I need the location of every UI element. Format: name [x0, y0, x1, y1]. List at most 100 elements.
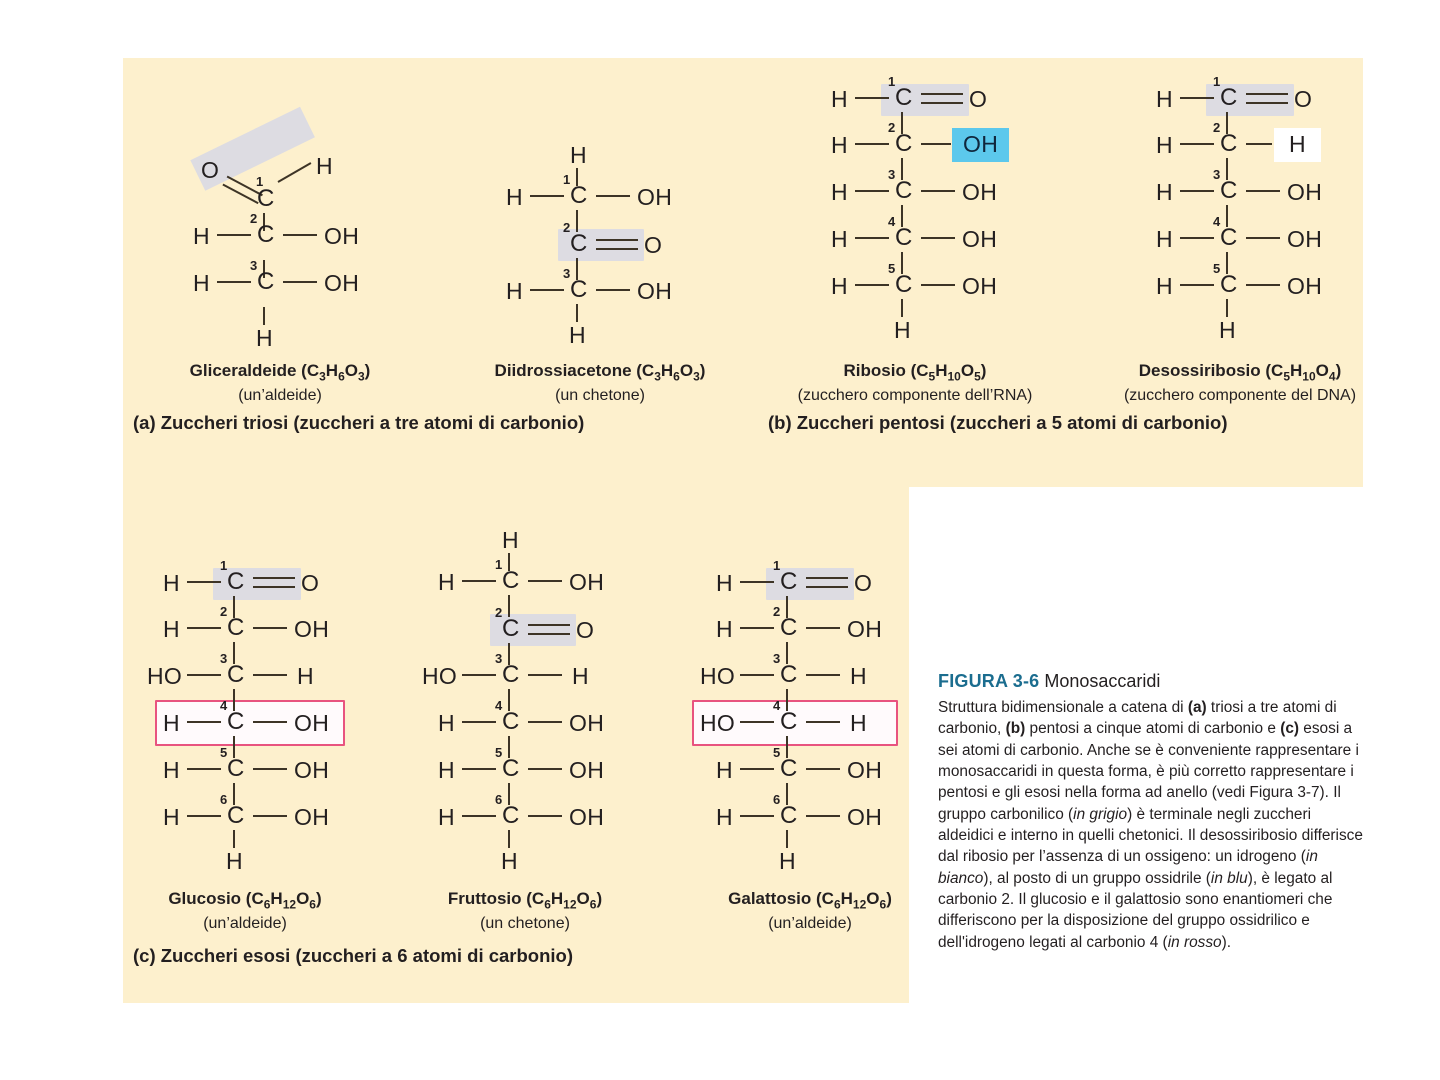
bond-c5-oh: [806, 768, 840, 770]
carbon-number-5: 5: [888, 261, 896, 276]
atom-H-left-c1: H: [716, 570, 733, 596]
bond-c2-oh: [921, 143, 951, 145]
carbon-number-3: 3: [773, 651, 781, 666]
atom-C3: C: [1220, 177, 1238, 204]
atom-H-left-c6: H: [716, 804, 733, 830]
carbon-number-1: 1: [495, 557, 503, 572]
carbon-number-2: 2: [563, 220, 571, 235]
carbon-number-2: 2: [773, 604, 781, 619]
atom-C2: C: [780, 614, 798, 641]
atom-C3: C: [780, 661, 798, 688]
galactose-name: Galattosio (C6H12O6): [728, 889, 892, 912]
atom-H-left-c6: H: [438, 804, 455, 830]
bond-c3-h: [253, 674, 287, 676]
bond-c6-h: [786, 830, 788, 848]
atom-H-top: H: [570, 142, 587, 168]
atom-C1: C: [257, 185, 275, 212]
section-label-b: (b) Zuccheri pentosi (zuccheri a 5 atomi…: [768, 412, 1228, 433]
bond-c4-oh: [528, 721, 562, 723]
bond-c2-oh: [806, 627, 840, 629]
bond-c2-oh: [283, 234, 317, 236]
atom-H-left-c5: H: [831, 273, 848, 299]
atom-H-left-c4: H: [163, 710, 180, 736]
bond-c2-c3: [901, 158, 903, 180]
carbon-number-3: 3: [888, 167, 896, 182]
hydroxyl-highlight-blue: OH: [952, 128, 1010, 162]
bond-h-c1: [740, 581, 774, 583]
atom-H-left-c2: H: [716, 616, 733, 642]
bond-h-c5: [187, 768, 221, 770]
bond-h-c6: [187, 815, 221, 817]
bond-c2-c3: [233, 642, 235, 664]
atom-C1: C: [895, 84, 913, 111]
atom-H-bottom: H: [226, 848, 243, 874]
bond-c2-c3: [576, 258, 578, 280]
atom-H-bottom: H: [1219, 317, 1236, 343]
bond-c3-h: [528, 674, 562, 676]
atom-H-left-c3: H: [831, 179, 848, 205]
atom-H-bottom: H: [256, 325, 273, 351]
carbon-number-1: 1: [1213, 74, 1221, 89]
carbon-number-4: 4: [220, 698, 228, 713]
hydrogen-highlight-white: H: [1274, 128, 1321, 162]
atom-H-bottom: H: [779, 848, 796, 874]
label-glucose: Glucosio (C6H12O6) (un’aldeide): [95, 888, 395, 934]
carbon-number-2: 2: [888, 120, 896, 135]
bond-c6-oh: [253, 815, 287, 817]
bond-c4-h: [806, 721, 840, 723]
panel-upper-background: [123, 58, 1363, 487]
label-glyceraldehyde: Gliceraldeide (C3H6O3) (un’aldeide): [120, 360, 440, 406]
caption-bold-b: (b): [1005, 720, 1026, 738]
caption-text-2: triosi a tre atomi di carbonio,: [938, 699, 1337, 738]
carbon-number-1: 1: [773, 558, 781, 573]
bond-c5-c6: [233, 783, 235, 805]
atom-C4: C: [1220, 224, 1238, 251]
bond-c5-c6: [786, 783, 788, 805]
carbonyl-highlight-gray: [766, 568, 854, 600]
bond-h-c2: [187, 627, 221, 629]
atom-C3: C: [502, 661, 520, 688]
bond-c3-oh: [921, 190, 955, 192]
atom-HO-left-c3: HO: [147, 663, 183, 689]
atom-OH-c5: OH: [294, 757, 330, 783]
bond-h-c3: [217, 281, 251, 283]
carbonyl-highlight-gray: [490, 614, 576, 646]
bond-c1-c2: [508, 595, 510, 617]
atom-H-bottom: H: [501, 848, 518, 874]
deoxyribose-subtitle: (zucchero componente del DNA): [1123, 386, 1357, 404]
atom-H-left-c5: H: [1156, 273, 1173, 299]
bond-h-c3: [855, 190, 889, 192]
bond-ho-c3: [187, 674, 221, 676]
atom-H-left-c1: H: [831, 86, 848, 112]
bond-c1-c2: [263, 213, 265, 231]
bond-c3-h: [263, 307, 265, 325]
glucose-subtitle: (un’aldeide): [203, 914, 287, 932]
carbon-number-5: 5: [495, 745, 503, 760]
atom-H-right-c3: H: [297, 663, 314, 689]
atom-OH-c5: OH: [962, 273, 998, 299]
carbon-number-2: 2: [1213, 120, 1221, 135]
bond-c6-oh: [528, 815, 562, 817]
bond-c4-c5: [901, 252, 903, 274]
atom-C5: C: [502, 755, 520, 782]
bond-h-c6: [740, 815, 774, 817]
carbon-number-4: 4: [888, 214, 896, 229]
bond-c3-c4: [901, 205, 903, 227]
bond-c2-c3: [263, 260, 265, 278]
bond-h-c4: [462, 721, 496, 723]
atom-C1: C: [227, 568, 245, 595]
bond-h-c4: [855, 237, 889, 239]
bond-c5-oh: [253, 768, 287, 770]
bond-h-c1: [1180, 97, 1214, 99]
bond-h-c2: [217, 234, 251, 236]
bond-h-c1-left: [530, 195, 564, 197]
caption-title: Monosaccaridi: [1044, 671, 1161, 691]
bond-h-c2: [855, 143, 889, 145]
glyceraldehyde-name: Gliceraldeide (C3H6O3): [189, 361, 371, 384]
label-galactose: Galattosio (C6H12O6) (un’aldeide): [650, 888, 970, 934]
atom-C3: C: [895, 177, 913, 204]
atom-H-left-c6: H: [163, 804, 180, 830]
bond-h-c5: [855, 284, 889, 286]
caption-heading: FIGURA 3-6 Monosaccaridi: [938, 668, 1363, 694]
bond-c3-c4: [233, 689, 235, 711]
